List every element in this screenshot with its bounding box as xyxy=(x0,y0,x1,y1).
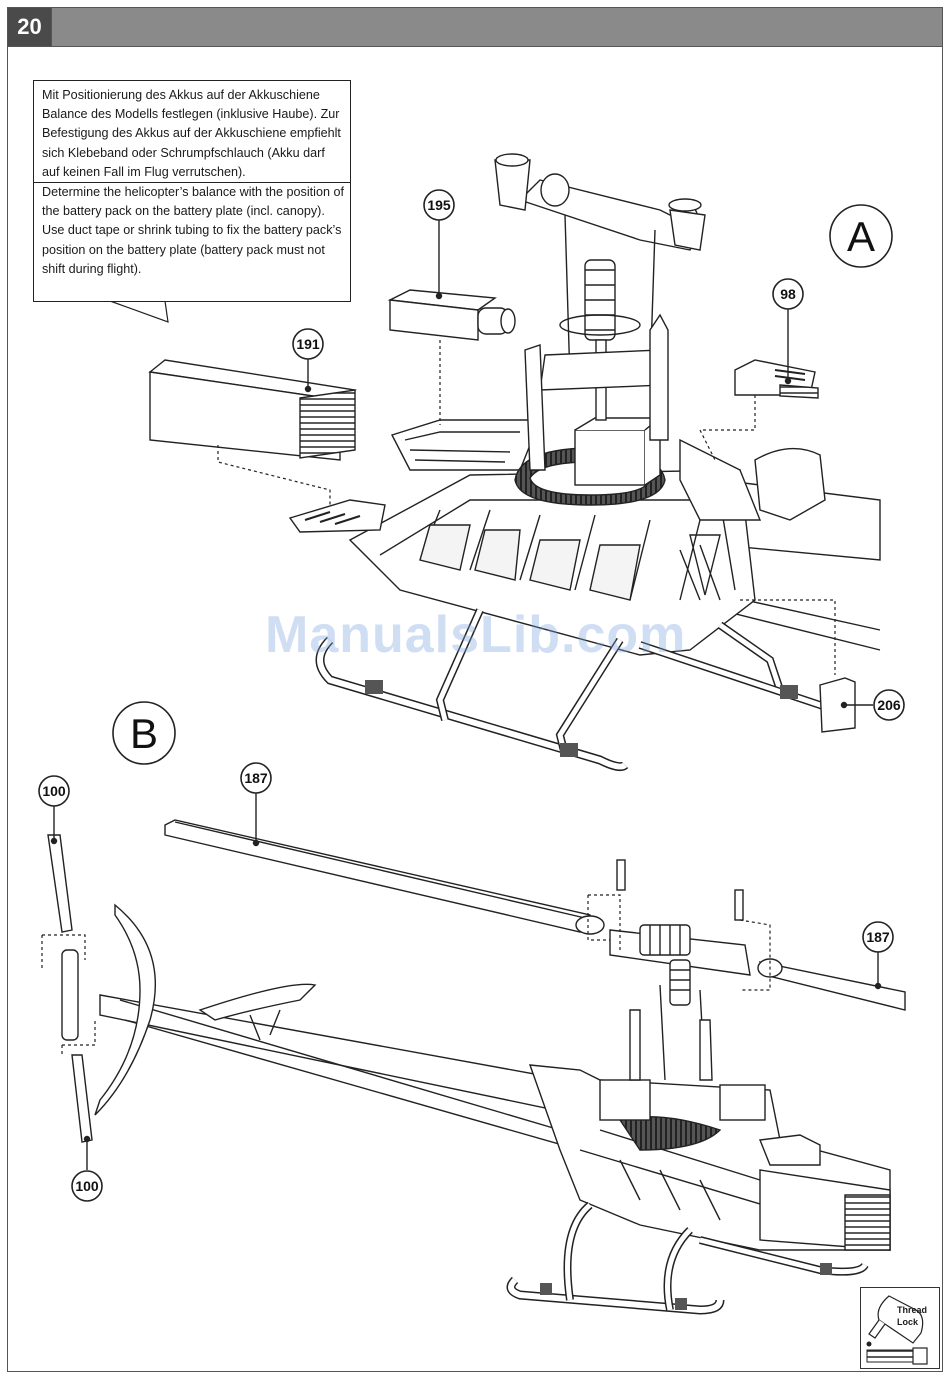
callout-pointer xyxy=(109,300,169,323)
svg-text:195: 195 xyxy=(427,197,451,213)
part-label-98: 98 xyxy=(772,278,804,310)
svg-text:100: 100 xyxy=(75,1178,99,1194)
part-label-187-main: 187 xyxy=(240,762,272,794)
part-label-191: 191 xyxy=(292,328,324,360)
assembly-lines-a xyxy=(217,340,836,675)
instruction-german: Mit Positionierung des Akkus auf der Akk… xyxy=(42,88,341,179)
svg-text:B: B xyxy=(130,710,158,757)
part-label-100-bottom: 100 xyxy=(71,1170,103,1202)
thread-lock-line1: Thread xyxy=(897,1305,928,1315)
part-label-195: 195 xyxy=(423,189,455,221)
svg-text:A: A xyxy=(847,213,875,260)
assembly-lines-b xyxy=(41,894,771,1055)
thread-lock-line2: Lock xyxy=(897,1317,919,1327)
leader-lines xyxy=(50,220,882,1170)
section-a-helicopter xyxy=(288,153,881,772)
step-a-marker: A xyxy=(829,204,893,268)
callout-divider xyxy=(34,182,350,184)
battery-pack-191 xyxy=(148,359,357,461)
receiver-195 xyxy=(387,289,516,341)
svg-text:187: 187 xyxy=(244,770,268,786)
part-label-187-right: 187 xyxy=(862,921,894,953)
header-bar xyxy=(7,7,943,47)
instruction-english: Determine the helicopter’s balance with … xyxy=(42,185,344,276)
step-b-marker: B xyxy=(112,701,176,765)
svg-text:100: 100 xyxy=(42,783,66,799)
thread-lock-bottle-icon xyxy=(866,1295,928,1365)
part-label-206: 206 xyxy=(873,689,905,721)
svg-text:187: 187 xyxy=(866,929,890,945)
svg-text:98: 98 xyxy=(780,286,796,302)
svg-text:206: 206 xyxy=(877,697,901,713)
part-label-100-top: 100 xyxy=(38,775,70,807)
thread-lock-icon: Thread Lock xyxy=(860,1287,940,1369)
section-b-helicopter xyxy=(47,819,906,1315)
page-number: 20 xyxy=(7,7,52,47)
svg-text:191: 191 xyxy=(296,336,320,352)
module-98 xyxy=(734,359,819,399)
instruction-callout: Mit Positionierung des Akkus auf der Akk… xyxy=(33,80,351,302)
watermark: ManualsLib.com xyxy=(265,606,687,664)
